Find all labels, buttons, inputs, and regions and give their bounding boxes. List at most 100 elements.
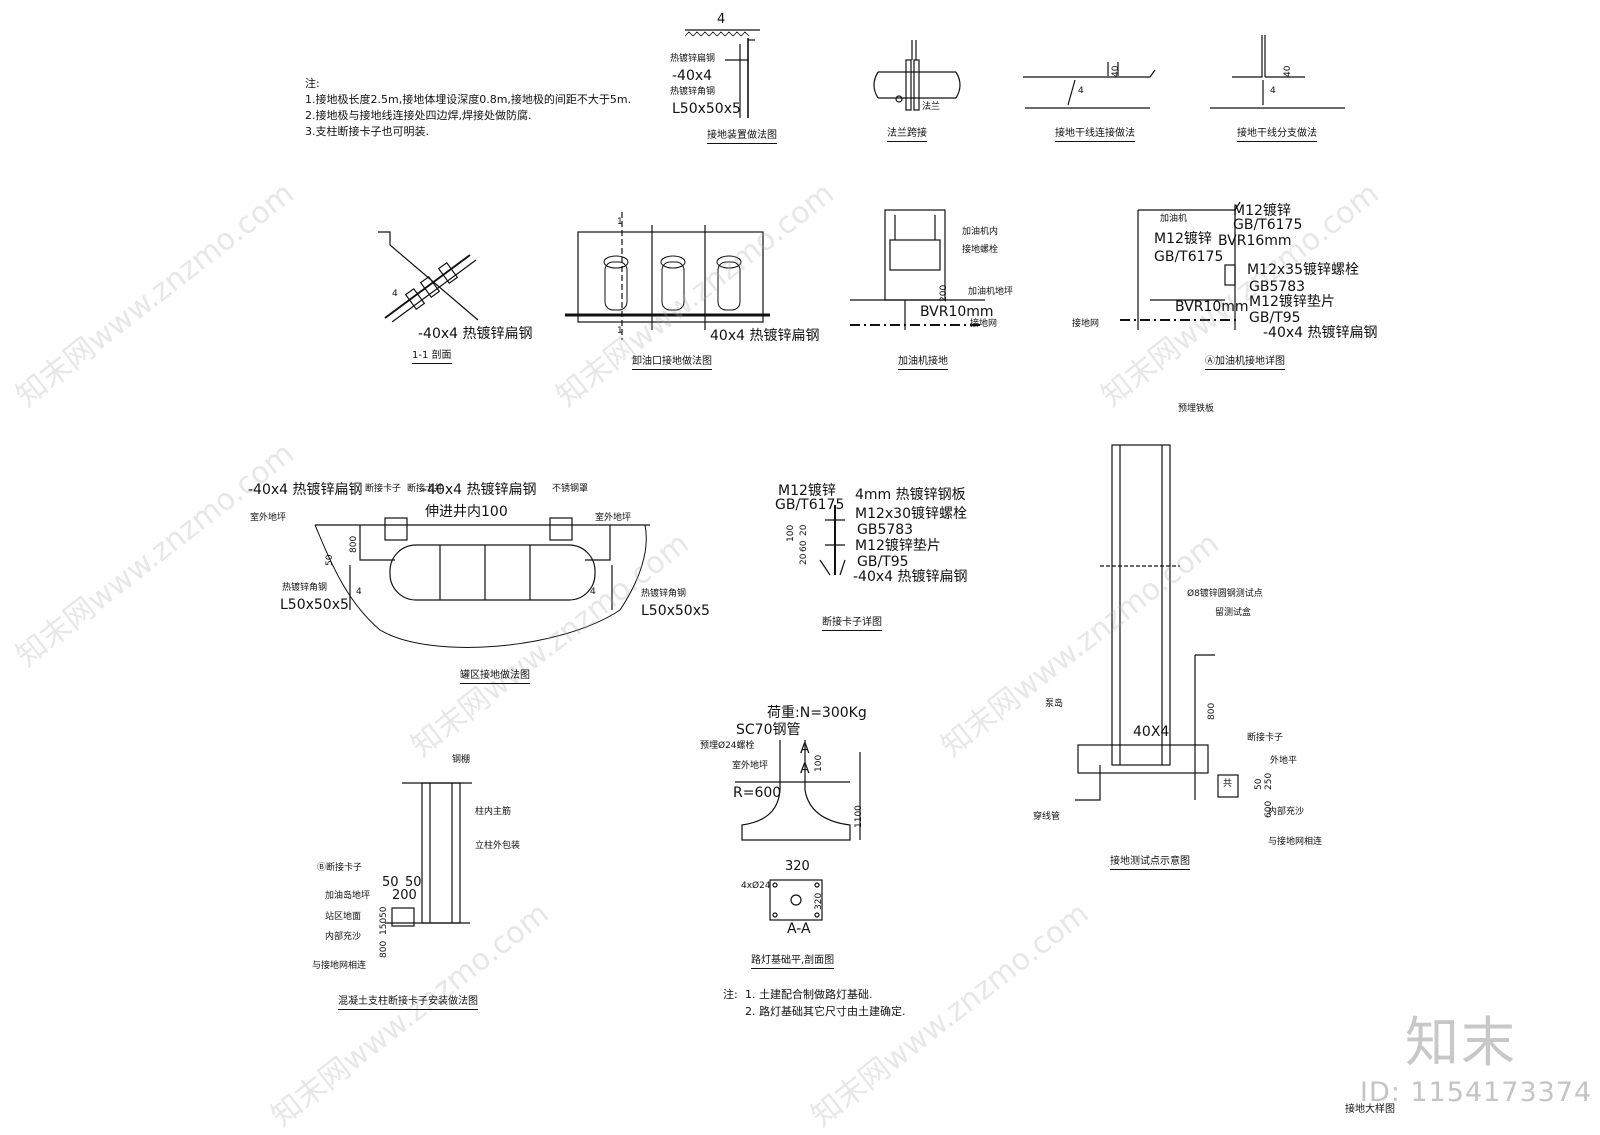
dim-label: 250 bbox=[1264, 772, 1274, 790]
callout-label: -40x4 热镀锌扁钢 bbox=[418, 326, 533, 342]
callout-label: 外地平 bbox=[1270, 756, 1298, 766]
dim-label: 4 bbox=[590, 587, 596, 597]
callout-label: Ⓑ断接卡子 bbox=[317, 863, 363, 873]
callout-label: 荷重:N=300Kg bbox=[767, 705, 867, 721]
flange-title: 法兰跨接 bbox=[887, 129, 927, 142]
lamp-notes-line: 2. 路灯基础其它尺寸由土建确定. bbox=[745, 1005, 906, 1018]
callout-label: 与接地网相连 bbox=[312, 961, 367, 971]
callout-label: GB5783 bbox=[1249, 279, 1306, 295]
notes-line: 1.接地极长度2.5m,接地体埋设深度0.8m,接地极的间距不大于5m. bbox=[305, 93, 632, 106]
test-point-title: 接地测试点示意图 bbox=[1110, 857, 1190, 870]
lamp-foundation-title: 路灯基础平,剖面图 bbox=[751, 956, 835, 969]
callout-label: M12镀锌 bbox=[778, 483, 836, 499]
callout-label: M12x30镀锌螺栓 bbox=[855, 506, 967, 522]
tank-area-drawing bbox=[314, 517, 650, 648]
callout-label: 内部充沙 bbox=[325, 932, 362, 942]
dim-label: 4 bbox=[392, 289, 398, 299]
clamp-title: 断接卡子详图 bbox=[822, 618, 882, 631]
callout-label: 法兰 bbox=[922, 102, 941, 112]
ground-device-title: 接地装置做法图 bbox=[707, 131, 777, 144]
callout-label: 接地螺栓 bbox=[962, 245, 999, 255]
callout-label: 40x4 热镀锌扁钢 bbox=[710, 328, 820, 344]
dim-label: 600 bbox=[1264, 800, 1274, 818]
dim-label: 20 bbox=[799, 524, 809, 536]
callout-label: 站区地面 bbox=[325, 912, 362, 922]
callout-label: 4xØ24 bbox=[741, 881, 771, 891]
dim-label: 50 bbox=[1254, 778, 1264, 790]
callout-label: 40X4 bbox=[1133, 724, 1170, 740]
unloading-title: 卸油口接地做法图 bbox=[632, 357, 712, 370]
callout-label: BVR16mm bbox=[1218, 233, 1292, 249]
section-label: A-A bbox=[787, 921, 811, 937]
dim-label: 4 bbox=[717, 12, 726, 27]
dim-label: 60 bbox=[799, 540, 809, 552]
trunk-joint-drawing bbox=[1023, 62, 1156, 109]
dim-label: 200 bbox=[392, 888, 417, 903]
callout-label: 室外地坪 bbox=[595, 513, 632, 523]
concrete-column-drawing bbox=[385, 782, 472, 927]
dim-label: 100 bbox=[814, 754, 824, 772]
callout-label: GB/T6175 bbox=[1154, 249, 1224, 265]
flange-drawing bbox=[873, 40, 961, 111]
callout-label: -40x4 热镀锌扁钢 bbox=[248, 482, 363, 498]
section-1-1-title: 1-1 剖面 bbox=[412, 351, 452, 364]
section-mark: A bbox=[800, 741, 810, 757]
dim-label: 50 bbox=[382, 875, 399, 890]
callout-label: 热镀锌扁钢 bbox=[670, 54, 716, 64]
callout-label: M12镀锌 bbox=[1154, 231, 1212, 247]
dim-label: 4 bbox=[1078, 86, 1084, 96]
callout-label: GB/T95 bbox=[1249, 310, 1301, 326]
callout-label: 伸进井内100 bbox=[425, 504, 508, 520]
callout-label: 内部充沙 bbox=[1268, 807, 1305, 817]
ground-device-detail-drawing bbox=[684, 29, 760, 118]
callout-label: 柱内主筋 bbox=[475, 807, 512, 817]
dim-label: 800 bbox=[1207, 702, 1217, 720]
section-mark: A bbox=[800, 761, 810, 777]
callout-label: 室外地坪 bbox=[250, 513, 287, 523]
callout-label: -40x4 热镀锌扁钢 bbox=[1263, 325, 1378, 341]
callout-label: R=600 bbox=[733, 785, 782, 801]
dim-label: 4 bbox=[356, 587, 362, 597]
callout-label: 热镀锌角钢 bbox=[670, 87, 716, 97]
callout-label: GB/T6175 bbox=[1233, 217, 1303, 233]
callout-label: M12镀锌 bbox=[1233, 203, 1291, 219]
callout-label: -40x4 热镀锌扁钢 bbox=[853, 569, 968, 585]
callout-label: 泵岛 bbox=[1045, 699, 1064, 709]
dim-label: 200 bbox=[939, 284, 949, 302]
callout-label: 4mm 热镀锌钢板 bbox=[855, 487, 966, 503]
callout-label: 立柱外包装 bbox=[475, 841, 521, 851]
sheet-title: 接地大样图 bbox=[1345, 1104, 1395, 1115]
callout-label: 断接卡井 bbox=[407, 484, 444, 494]
dim-label: 50 bbox=[405, 875, 422, 890]
callout-label: 预埋铁板 bbox=[1178, 404, 1215, 414]
callout-label: L50x50x5 bbox=[672, 101, 741, 117]
callout-label: 室外地坪 bbox=[732, 761, 769, 771]
lamp-foundation-drawing bbox=[735, 740, 861, 921]
callout-label: GB5783 bbox=[857, 522, 914, 538]
callout-label: -40x4 热镀锌扁钢 bbox=[422, 482, 537, 498]
section-mark: 1 bbox=[617, 217, 623, 227]
lamp-notes-line: 1. 土建配合制做路灯基础. bbox=[745, 988, 873, 1001]
callout-label: L50x50x5 bbox=[641, 603, 710, 619]
tank-area-title: 罐区接地做法图 bbox=[460, 671, 530, 684]
callout-label: M12镀锌垫片 bbox=[1249, 294, 1335, 310]
id-label: ID: 1154173374 bbox=[1360, 1077, 1593, 1108]
dispenser-drawing bbox=[850, 209, 985, 330]
callout-label: -40x4 bbox=[672, 68, 713, 84]
dim-label: 800 bbox=[379, 940, 389, 958]
notes-heading: 注: bbox=[305, 77, 320, 90]
dim-label: 50 bbox=[325, 554, 335, 566]
callout-label: 钢棚 bbox=[452, 755, 471, 765]
lamp-notes-heading: 注: bbox=[723, 988, 738, 1001]
callout-label: M12镀锌垫片 bbox=[855, 538, 941, 554]
dim-label: 800 bbox=[349, 535, 359, 553]
dim-label: 100 bbox=[786, 524, 796, 542]
dim-label: 4 bbox=[1270, 86, 1276, 96]
trunk-branch-title: 接地干线分支做法 bbox=[1237, 129, 1317, 142]
callout-label: L50x50x5 bbox=[280, 597, 349, 613]
brand-logo: 知末 bbox=[1405, 1011, 1517, 1074]
callout-label: 热镀锌角钢 bbox=[282, 583, 328, 593]
callout-label: 加油机 bbox=[1160, 214, 1188, 224]
callout-label: 留测试盒 bbox=[1215, 608, 1252, 618]
